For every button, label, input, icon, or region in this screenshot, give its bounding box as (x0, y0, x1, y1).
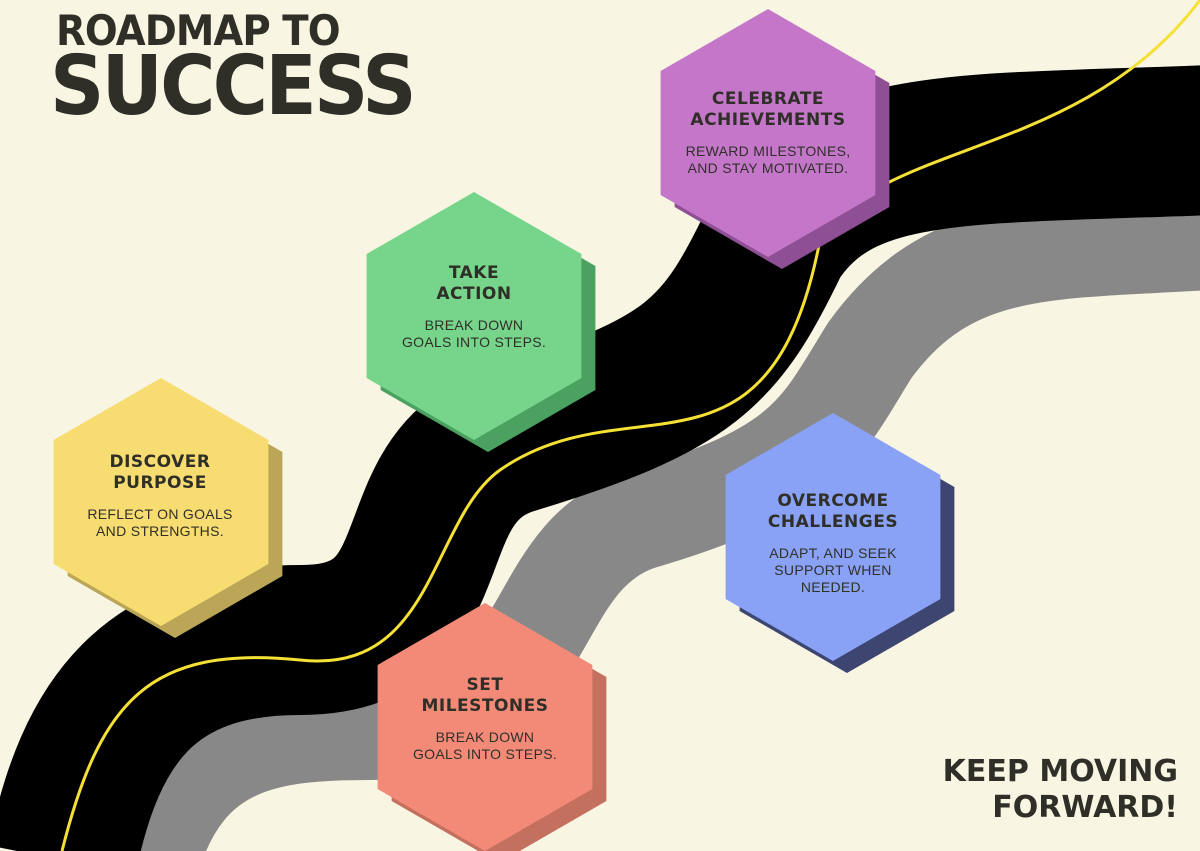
hex-set-milestones (377, 603, 593, 851)
step-title: CELEBRATE ACHIEVEMENTS (690, 89, 846, 130)
step-description: REWARD MILESTONES, AND STAY MOTIVATED. (685, 143, 851, 176)
step-description: BREAK DOWN GOALS INTO STEPS. (412, 729, 558, 762)
hex-take-action (366, 192, 582, 440)
step-take-action: TAKE ACTION BREAK DOWN GOALS INTO STEPS. (374, 263, 574, 351)
hex-overcome-challenges (725, 413, 941, 661)
step-description: REFLECT ON GOALS AND STRENGTHS. (87, 506, 233, 539)
step-description: ADAPT, AND SEEK SUPPORT WHEN NEEDED. (769, 545, 897, 595)
hex-discover-purpose (53, 378, 269, 626)
step-overcome-challenges: OVERCOME CHALLENGES ADAPT, AND SEEK SUPP… (733, 491, 933, 596)
step-title: DISCOVER PURPOSE (109, 452, 211, 493)
step-description: BREAK DOWN GOALS INTO STEPS. (401, 317, 547, 350)
step-title: SET MILESTONES (421, 675, 549, 716)
road-center-line (60, 0, 1200, 851)
footer-tagline: KEEP MOVING FORWARD! (942, 754, 1178, 825)
hex-celebrate-achievements (660, 9, 876, 257)
step-celebrate-achievements: CELEBRATE ACHIEVEMENTS REWARD MILESTONES… (668, 89, 868, 177)
step-set-milestones: SET MILESTONES BREAK DOWN GOALS INTO STE… (386, 675, 584, 763)
page-title-line2: SUCCESS (50, 39, 417, 134)
road-shadow (102, 190, 1200, 851)
page-title-line1: ROADMAP TO (56, 6, 341, 55)
step-title: TAKE ACTION (436, 263, 512, 304)
step-title: OVERCOME CHALLENGES (767, 491, 899, 532)
step-discover-purpose: DISCOVER PURPOSE REFLECT ON GOALS AND ST… (62, 452, 258, 540)
